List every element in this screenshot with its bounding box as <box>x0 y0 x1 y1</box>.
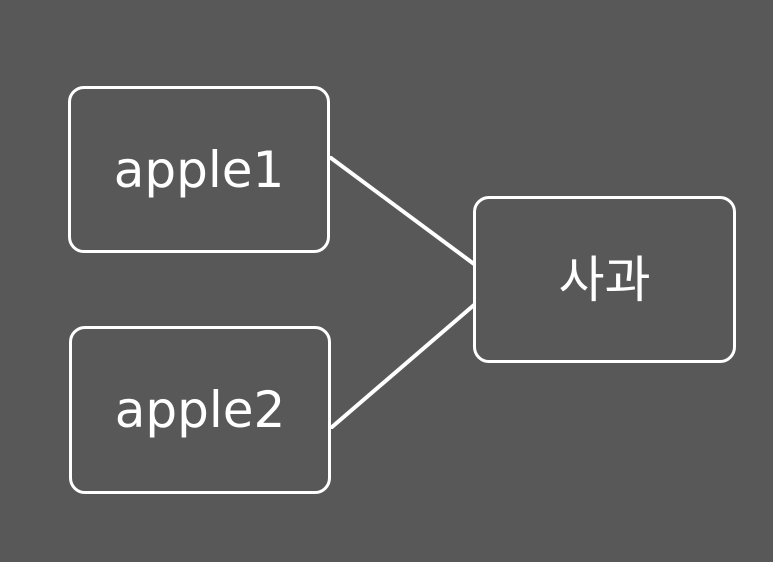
node-apple1: apple1 <box>68 86 330 253</box>
node-apple2: apple2 <box>69 326 331 494</box>
edge-apple1-to-sagwa <box>329 156 476 266</box>
node-apple1-label: apple1 <box>113 140 285 199</box>
node-sagwa: 사과 <box>473 196 736 363</box>
edge-apple2-to-sagwa <box>330 303 476 429</box>
node-apple2-label: apple2 <box>114 381 286 439</box>
node-sagwa-label: 사과 <box>558 250 651 309</box>
